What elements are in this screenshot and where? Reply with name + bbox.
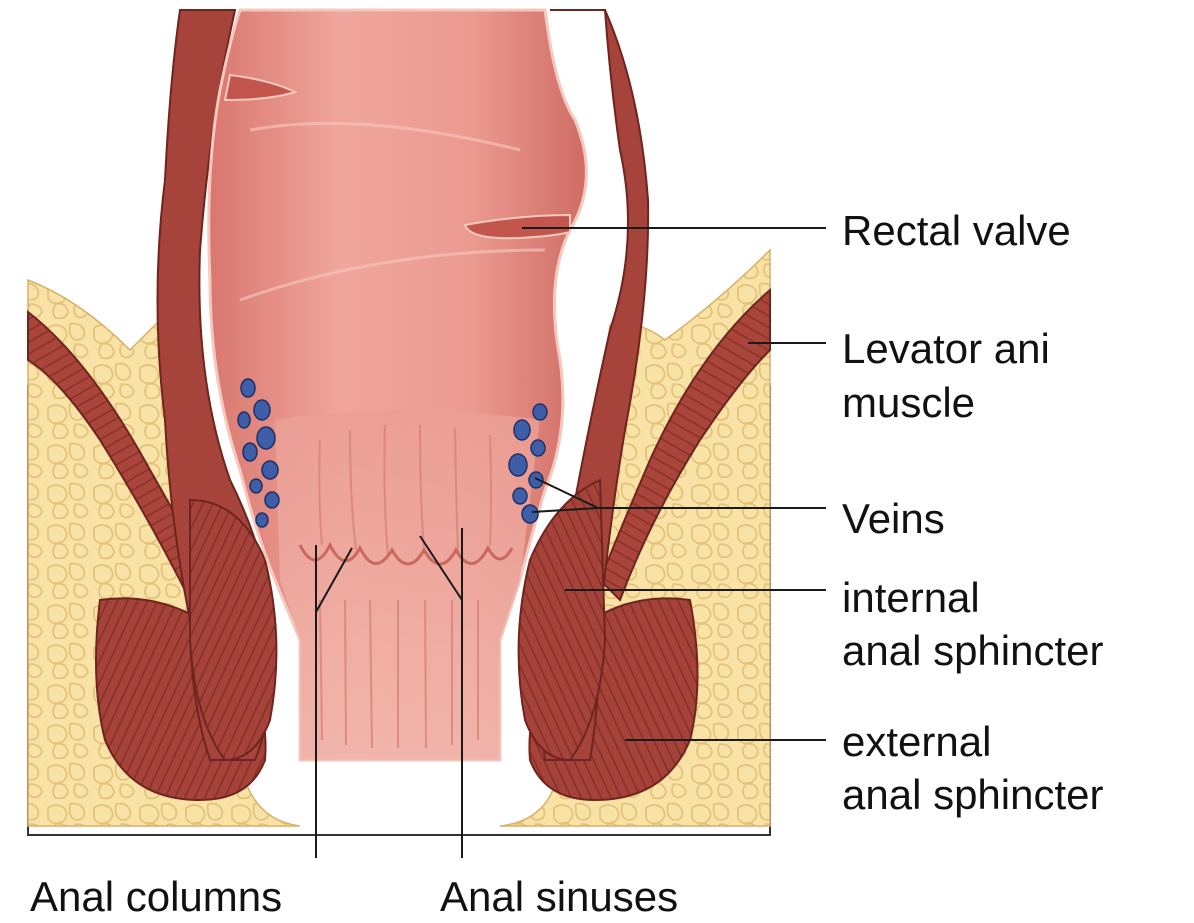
- label-external-line2: anal sphincter: [842, 770, 1104, 820]
- label-rectal-valve: Rectal valve: [842, 206, 1071, 256]
- label-internal-line2: anal sphincter: [842, 626, 1104, 676]
- label-internal-line1: internal: [842, 573, 980, 623]
- label-levator-ani-line2: muscle: [842, 378, 975, 428]
- label-anal-sinuses: Anal sinuses: [440, 872, 678, 922]
- label-anal-columns: Anal columns: [30, 872, 282, 922]
- label-veins: Veins: [842, 494, 945, 544]
- label-external-line1: external: [842, 717, 991, 767]
- label-levator-ani-line1: Levator ani: [842, 324, 1050, 374]
